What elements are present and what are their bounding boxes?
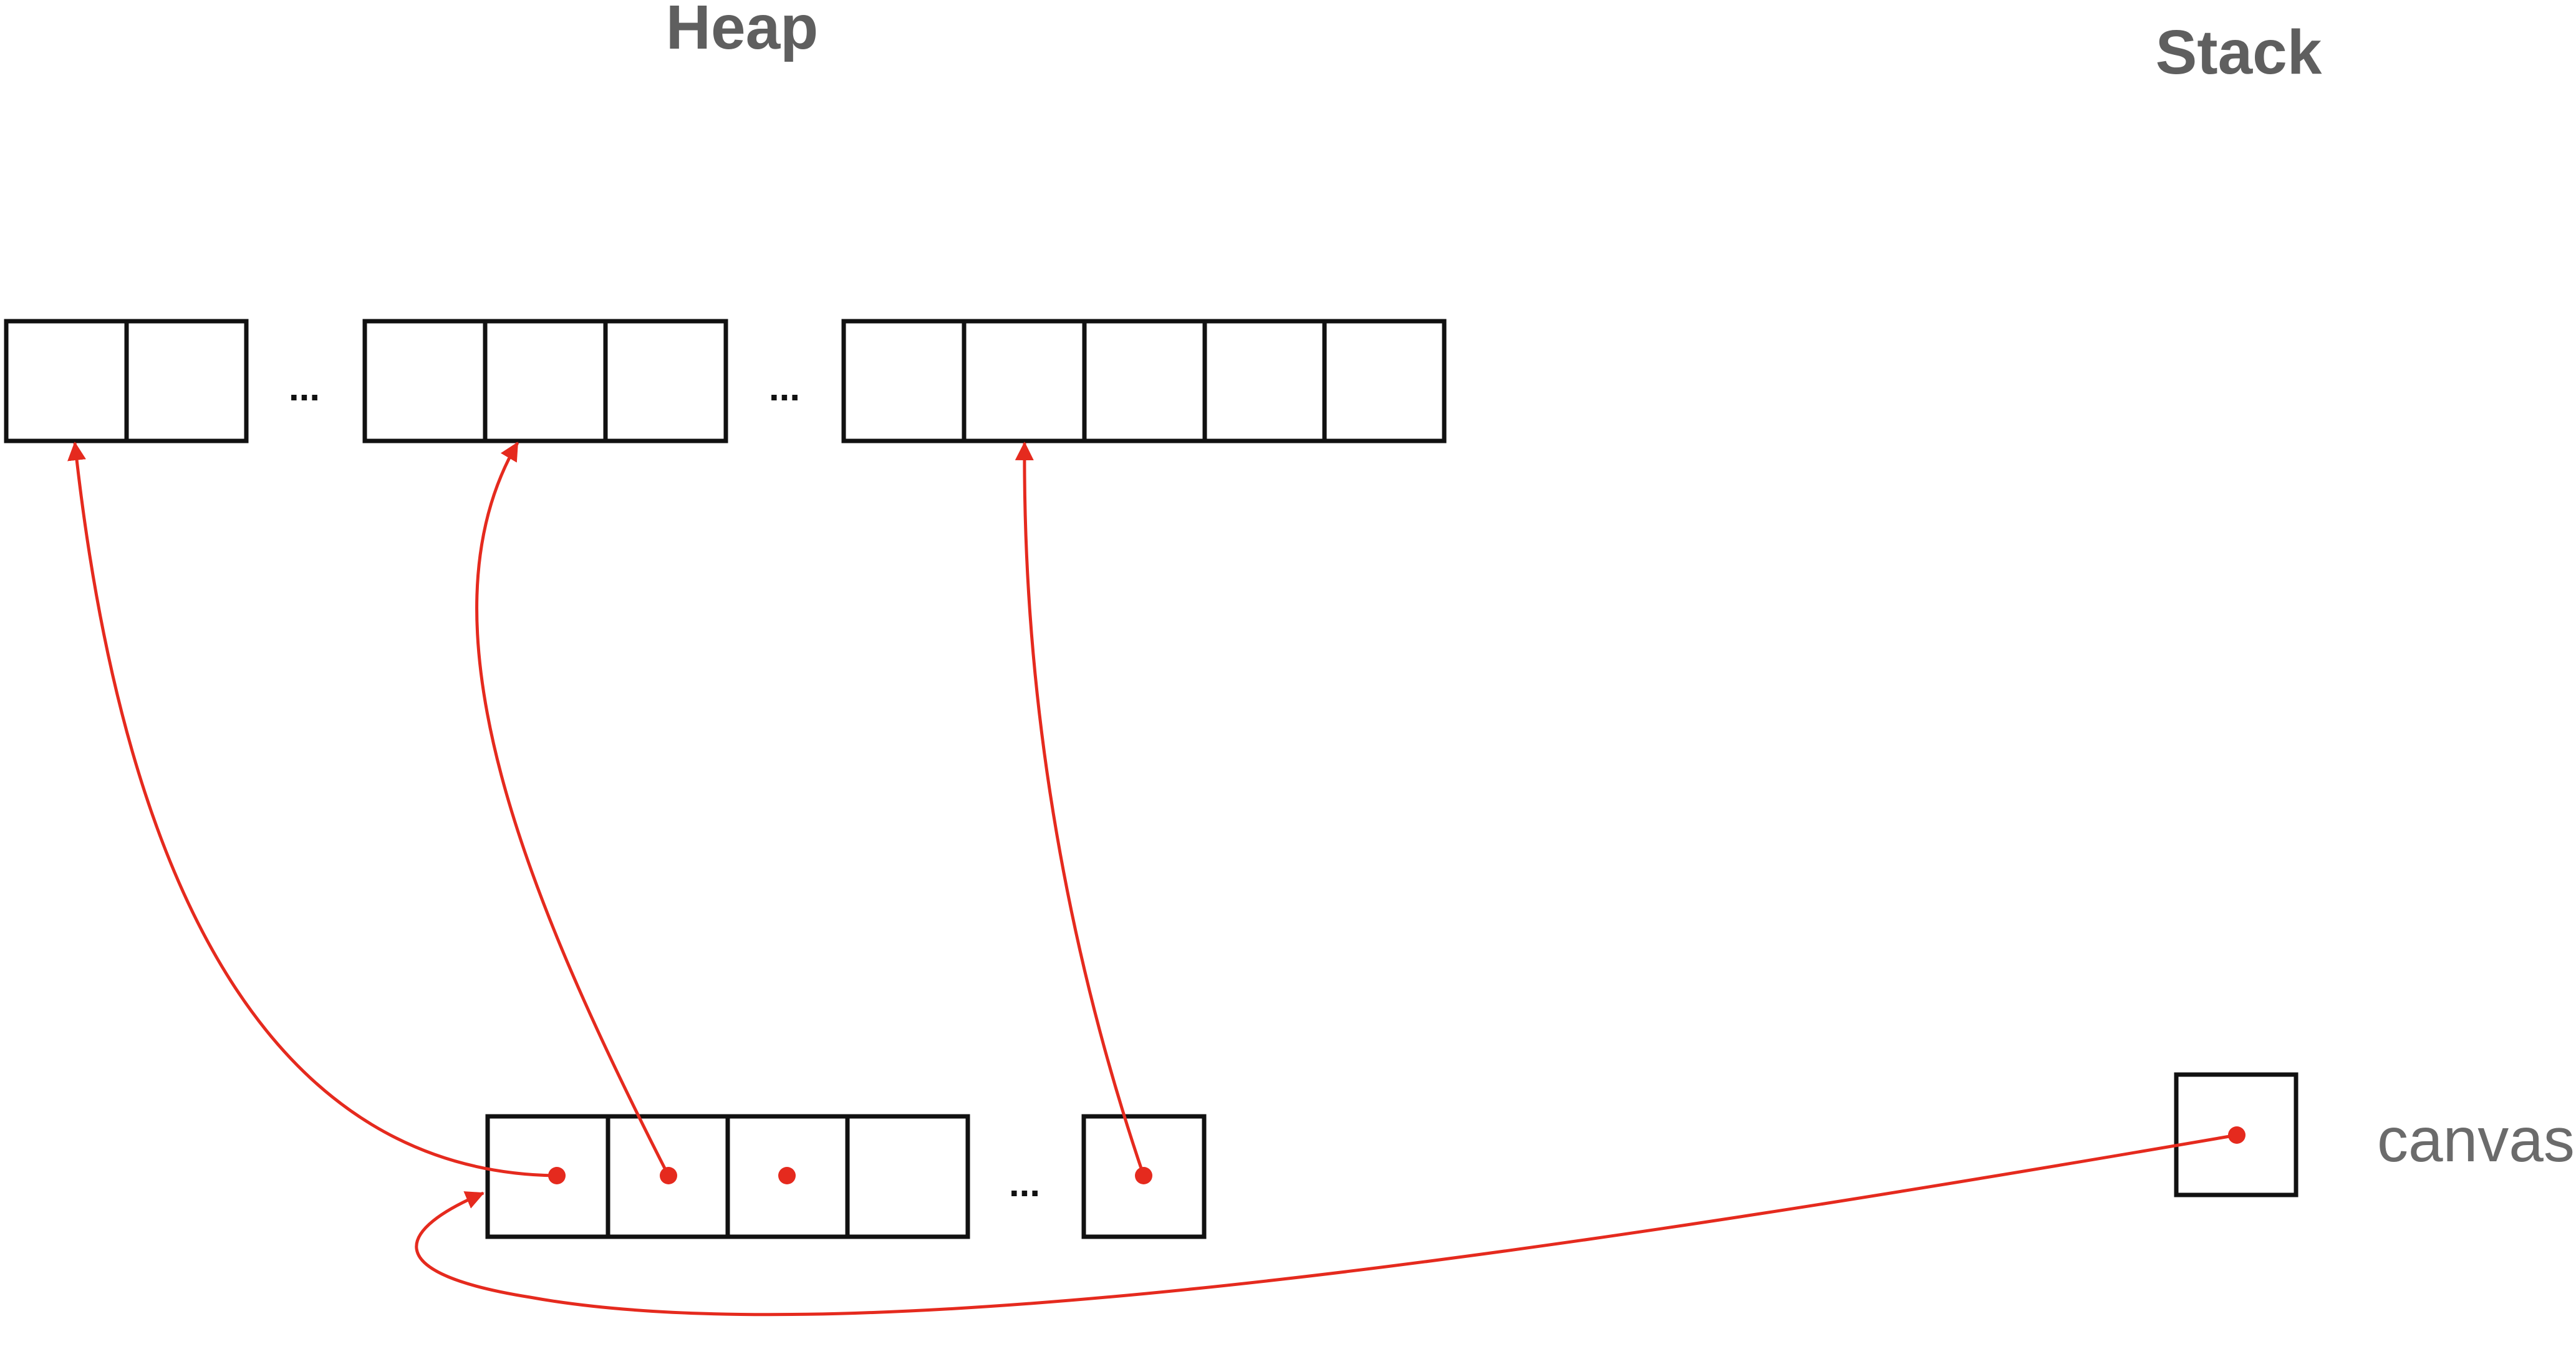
heap-array-2 xyxy=(362,319,728,443)
pointer-arrow-to-array-3 xyxy=(1015,442,1146,1176)
heap-array-2-cell xyxy=(603,319,728,443)
heap-array-2-cell xyxy=(362,319,488,443)
heap-array-2-cell xyxy=(483,319,608,443)
pointer-arrow-to-array-1 xyxy=(67,442,557,1177)
heap-array-3-cell xyxy=(841,319,967,443)
pointer-dot xyxy=(548,1167,566,1184)
heap-array-3-cell xyxy=(1202,319,1327,443)
heap-array-3-cell xyxy=(1082,319,1207,443)
pointer-dot xyxy=(2228,1126,2246,1144)
pointer-dot xyxy=(1135,1167,1152,1184)
pointer-array-ellipsis: ... xyxy=(1009,1163,1040,1204)
stack-canvas-label: canvas xyxy=(2377,1105,2575,1175)
heap-array-3 xyxy=(841,319,1447,443)
pointer-arrow-to-array-2 xyxy=(475,442,670,1177)
heap-heading: Heap xyxy=(666,0,819,62)
heap-array-3-cell xyxy=(962,319,1087,443)
heap-top-ellipsis-1: ... xyxy=(289,367,320,409)
heap-array-3-cell xyxy=(1322,319,1447,443)
heap-array-1-cell xyxy=(4,319,129,443)
heap-array-1-cell xyxy=(124,319,249,443)
pointer-arrow-canvas-to-pointer-array xyxy=(415,1133,2237,1317)
pointer-array-cell xyxy=(845,1114,970,1239)
pointer-dot xyxy=(778,1167,796,1184)
heap-array-1 xyxy=(4,319,249,443)
stack-heading: Stack xyxy=(2156,17,2322,87)
heap-top-ellipsis-2: ... xyxy=(769,367,800,409)
pointer-dot xyxy=(660,1167,677,1184)
pointer-array xyxy=(485,1114,1207,1239)
